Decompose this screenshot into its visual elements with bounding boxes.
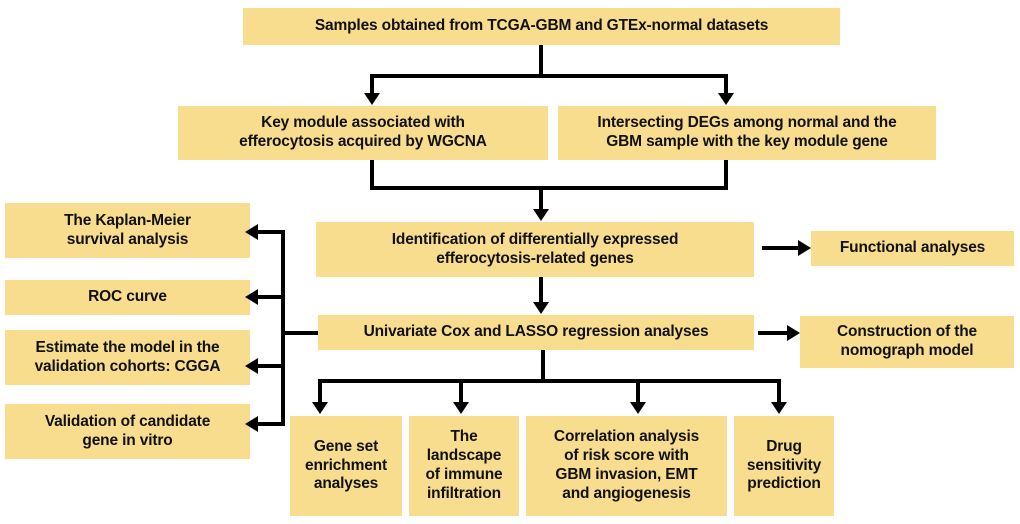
connector-univariate-to-left-spine bbox=[281, 331, 321, 335]
arrowhead-to-drug-sensitivity bbox=[771, 402, 787, 414]
node-kaplan-meier[interactable]: The Kaplan-Meier survival analysis bbox=[5, 203, 250, 258]
connector-intersecting-degs-stem bbox=[724, 160, 728, 190]
connector-fan-drop-2 bbox=[459, 379, 463, 403]
connector-univariate-to-nomograph bbox=[758, 331, 790, 335]
connector-identification-stem bbox=[539, 277, 543, 303]
node-validation-candidate[interactable]: Validation of candidate gene in vitro bbox=[5, 404, 250, 459]
node-nomograph[interactable]: Construction of the nomograph model bbox=[800, 316, 1014, 368]
arrowhead-to-gene-set bbox=[312, 402, 328, 414]
node-univariate-cox[interactable]: Univariate Cox and LASSO regression anal… bbox=[318, 315, 754, 350]
connector-merge-bar bbox=[370, 186, 728, 190]
node-immune-landscape[interactable]: The landscape of immune infiltration bbox=[409, 416, 519, 516]
arrowhead-to-roc-curve bbox=[245, 289, 258, 305]
arrowhead-to-univariate-cox bbox=[533, 302, 549, 314]
connector-split-left-drop bbox=[370, 74, 374, 94]
connector-spine-to-roc-curve bbox=[258, 295, 285, 299]
connector-key-module-stem bbox=[370, 160, 374, 190]
node-correlation[interactable]: Correlation analysis of risk score with … bbox=[526, 416, 727, 516]
node-roc-curve[interactable]: ROC curve bbox=[5, 280, 250, 315]
arrowhead-to-key-module bbox=[364, 93, 380, 105]
arrowhead-to-identification bbox=[533, 209, 549, 221]
node-key-module[interactable]: Key module associated with efferocytosis… bbox=[178, 106, 548, 160]
connector-spine-to-kaplan-meier bbox=[258, 230, 285, 234]
connector-fan-drop-1 bbox=[318, 379, 322, 403]
arrowhead-to-correlation bbox=[630, 402, 646, 414]
node-drug-sensitivity[interactable]: Drug sensitivity prediction bbox=[734, 416, 834, 516]
connector-identification-to-functional bbox=[762, 246, 801, 250]
arrowhead-to-validation-candidate bbox=[245, 416, 258, 432]
arrowhead-to-functional-analyses bbox=[798, 240, 811, 256]
arrowhead-to-immune-landscape bbox=[453, 402, 469, 414]
arrowhead-to-nomograph bbox=[787, 325, 800, 341]
node-functional-analyses[interactable]: Functional analyses bbox=[811, 231, 1014, 266]
connector-spine-to-validation-candidate bbox=[258, 422, 285, 426]
node-identification[interactable]: Identification of differentially express… bbox=[316, 222, 754, 277]
connector-spine-to-estimate-model bbox=[258, 364, 285, 368]
connector-samples-stem bbox=[539, 45, 543, 77]
connector-left-spine bbox=[281, 230, 285, 426]
arrowhead-to-estimate-model bbox=[245, 358, 258, 374]
connector-split-bar bbox=[370, 74, 728, 78]
connector-bottom-fan-bar bbox=[318, 379, 781, 383]
arrowhead-to-kaplan-meier bbox=[245, 224, 258, 240]
connector-split-right-drop bbox=[724, 74, 728, 94]
arrowhead-to-intersecting-degs bbox=[718, 93, 734, 105]
connector-fan-drop-4 bbox=[777, 379, 781, 403]
connector-univariate-bottom-stem bbox=[541, 350, 545, 382]
connector-merge-stem bbox=[539, 186, 543, 210]
node-gene-set[interactable]: Gene set enrichment analyses bbox=[290, 416, 402, 516]
connector-fan-drop-3 bbox=[636, 379, 640, 403]
node-estimate-model[interactable]: Estimate the model in the validation coh… bbox=[5, 330, 250, 385]
node-samples[interactable]: Samples obtained from TCGA-GBM and GTEx-… bbox=[243, 8, 840, 45]
node-intersecting-degs[interactable]: Intersecting DEGs among normal and the G… bbox=[558, 106, 936, 160]
